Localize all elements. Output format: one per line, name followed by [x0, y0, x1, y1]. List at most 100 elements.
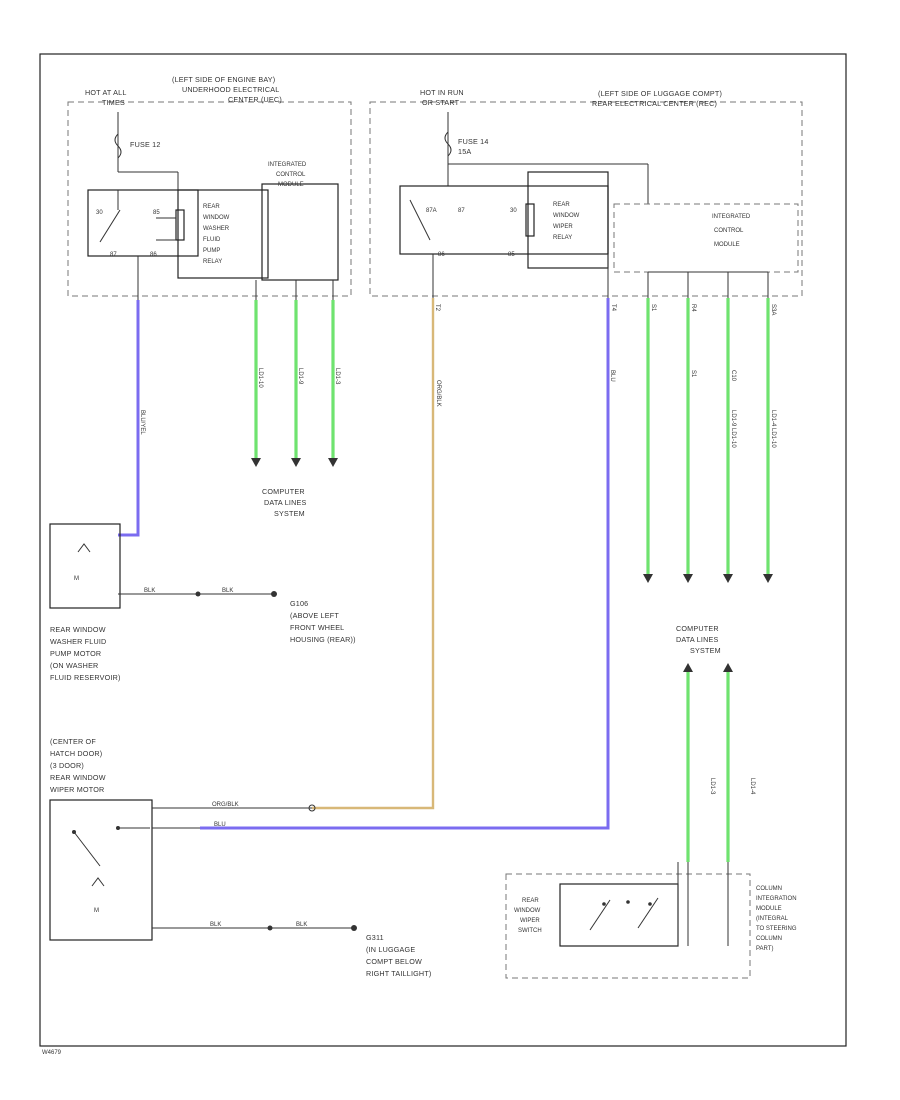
washer-motor-symbol [77, 543, 91, 553]
wiper-relay-label-3: WIPER [553, 224, 573, 230]
wiper-wire-blue: BLU [214, 822, 226, 828]
wiper-ground-3: COMPT BELOW [366, 957, 422, 966]
wiper-label-1: (CENTER OF [50, 737, 96, 746]
rec-dashed-box [369, 101, 803, 297]
rdata-line-2-arrow [683, 574, 693, 583]
cdata-line-2-label: LD1-4 [749, 778, 755, 795]
rdata-line-4-arrow [763, 574, 773, 583]
cdl-left-line-2: DATA LINES [264, 498, 306, 507]
cim-module-label-3: MODULE [756, 906, 782, 912]
rec-pin-s3a: S3A [770, 304, 776, 315]
wiper-relay-label-2: WINDOW [553, 213, 580, 219]
washer-ground-4: HOUSING (REAR)) [290, 635, 356, 644]
rdata-line-4-label: LD1-4 LD1-10 [770, 410, 776, 448]
cim-contact-2 [626, 900, 630, 904]
cim-module-label-7: PART) [756, 946, 773, 952]
washer-relay-label-2: WINDOW [203, 215, 230, 221]
rdata-line-3-arrow [723, 574, 733, 583]
rdata-line-1-label: S1 [690, 370, 696, 378]
cdl-right-line-3: SYSTEM [690, 646, 721, 655]
wiper-motor-symbol [91, 877, 105, 887]
cim-dashed-box [505, 873, 751, 979]
rec-location-label-2: REAR ELECTRICAL CENTER (REC) [592, 99, 717, 108]
rdata-line-3-label: LD1-9 LD1-10 [730, 410, 736, 448]
rec-pin-r4: R4 [690, 304, 696, 312]
washer-ground-3: FRONT WHEEL [290, 623, 344, 632]
uec-location-label-3: CENTER (UEC) [228, 95, 282, 104]
washer-ground-1: G106 [290, 599, 308, 608]
relay-pin-30: 30 [96, 210, 103, 216]
washer-relay-coil-box [177, 189, 269, 279]
rec-pin-t2: T2 [434, 304, 440, 312]
icm-right-label-3: MODULE [714, 242, 740, 248]
wiper-motor-box [49, 799, 153, 941]
relay-pin-86: 86 [150, 252, 157, 258]
wiper-ground-1: G311 [366, 933, 384, 942]
wiper-relay-pin-85: 85 [508, 252, 515, 258]
washer-pump-motor: M BLK BLK REAR WINDOW WASHER FLUID PUMP … [49, 523, 356, 682]
washer-label-2: WASHER FLUID [50, 637, 106, 646]
relay-pin-87: 87 [110, 252, 117, 258]
washer-pump-box [49, 523, 121, 609]
wiper-ground-2: (IN LUGGAGE [366, 945, 415, 954]
column-data-lines: LD1-3 LD1-4 [683, 663, 755, 862]
icm-left-label-2: CONTROL [276, 172, 306, 178]
washer-wire-1: BLK [144, 588, 155, 594]
cim-module-label-4: (INTEGRAL [756, 916, 789, 922]
wiper-tan-terminal [308, 804, 316, 812]
wiper-ground-dot [351, 925, 357, 931]
relay-coil [175, 209, 185, 241]
wiper-label-2: HATCH DOOR) [50, 749, 102, 758]
washer-wire-2: BLK [222, 588, 233, 594]
cim-switch-arm-2 [637, 897, 659, 929]
wiper-relay-coil [525, 203, 535, 237]
cim-contact-3 [648, 902, 652, 906]
washer-label-5: FLUID RESERVOIR) [50, 673, 121, 682]
cdl-left-line-3: SYSTEM [274, 509, 305, 518]
right-data-lines: S1 C10 LD1-9 LD1-10 LD1-4 LD1-10 [643, 298, 776, 583]
washer-feed-wire [118, 300, 140, 537]
rec-power-label-2: OR START [422, 98, 460, 107]
cim-module-label-2: INTEGRATION [756, 896, 797, 902]
wiper-gnd-wire-1: BLK [210, 922, 221, 928]
cim-module-label-1: COLUMN [756, 886, 782, 892]
rdata-line-2-label: C10 [730, 370, 736, 382]
wiper-relay-pin-87: 87 [458, 208, 465, 214]
icm-right-box [613, 203, 799, 273]
washer-ground-2: (ABOVE LEFT [290, 611, 339, 620]
rear-electrical-center: HOT IN RUN OR START (LEFT SIDE OF LUGGAG… [369, 88, 803, 315]
cim-module-label-6: COLUMN [756, 936, 782, 942]
column-integration-module: REAR WINDOW WIPER SWITCH COLUMN INTEGRAT… [505, 862, 797, 979]
wiper-relay-box [399, 185, 609, 255]
cim-inner-box [559, 883, 679, 947]
underhood-electrical-center: HOT AT ALL TIMES (LEFT SIDE OF ENGINE BA… [67, 75, 352, 300]
washer-relay-label-6: RELAY [203, 259, 222, 265]
relay-switch-arm [99, 209, 121, 243]
uec-location-label-1: (LEFT SIDE OF ENGINE BAY) [172, 75, 275, 84]
wiper-relay-coil-box [527, 171, 609, 269]
footer-code: W4679 [42, 1050, 62, 1056]
rec-power-label-1: HOT IN RUN [420, 88, 464, 97]
left-data-lines: LD1-10 LD1-9 LD1-3 [251, 300, 340, 467]
cdl-right-line-2: DATA LINES [676, 635, 718, 644]
wiper-motor: (CENTER OF HATCH DOOR) (3 DOOR) REAR WIN… [49, 737, 431, 978]
washer-label-3: PUMP MOTOR [50, 649, 101, 658]
data-line-1-arrow [251, 458, 261, 467]
wiper-park-wire-label: ORG/BLK [435, 380, 441, 407]
fuse-14-symbol [444, 131, 452, 157]
icm-right-label-2: CONTROL [714, 228, 744, 234]
wiper-motor-m: M [94, 908, 99, 914]
wiper-relay-pin-86: 86 [438, 252, 445, 258]
cim-switch-label-3: WIPER [520, 918, 540, 924]
wiper-run-wire [200, 298, 610, 830]
relay-pin-85: 85 [153, 210, 160, 216]
data-line-3-label: LD1-3 [334, 368, 340, 385]
washer-relay-label-1: REAR [203, 204, 220, 210]
fuse-14-rating: 15A [458, 147, 471, 156]
cdl-left-line-1: COMPUTER [262, 487, 305, 496]
icm-right-label-1: INTEGRATED [712, 214, 751, 220]
wiper-switch-arm [73, 831, 101, 867]
washer-relay-box [87, 189, 199, 257]
wiper-run-wire-label: BLU [609, 370, 615, 382]
